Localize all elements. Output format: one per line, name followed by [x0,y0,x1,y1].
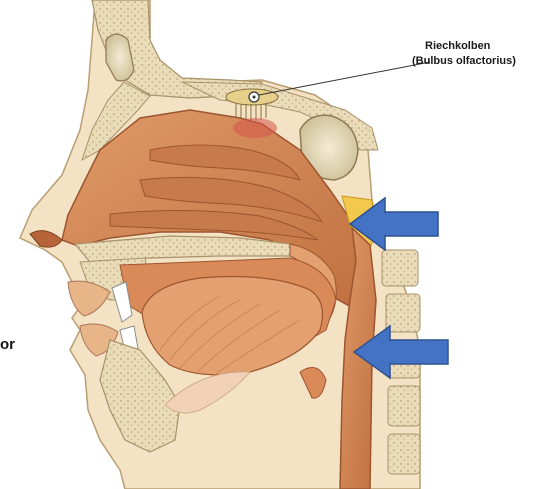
label-leader-line [259,62,430,95]
olfactory-bulb-label: Riechkolben [425,40,490,52]
cropped-edge-text: or [0,336,15,353]
olfactory-mucosa [233,118,277,138]
olfactory-bulb-latin-label: (Bulbus olfactorius) [412,55,516,67]
